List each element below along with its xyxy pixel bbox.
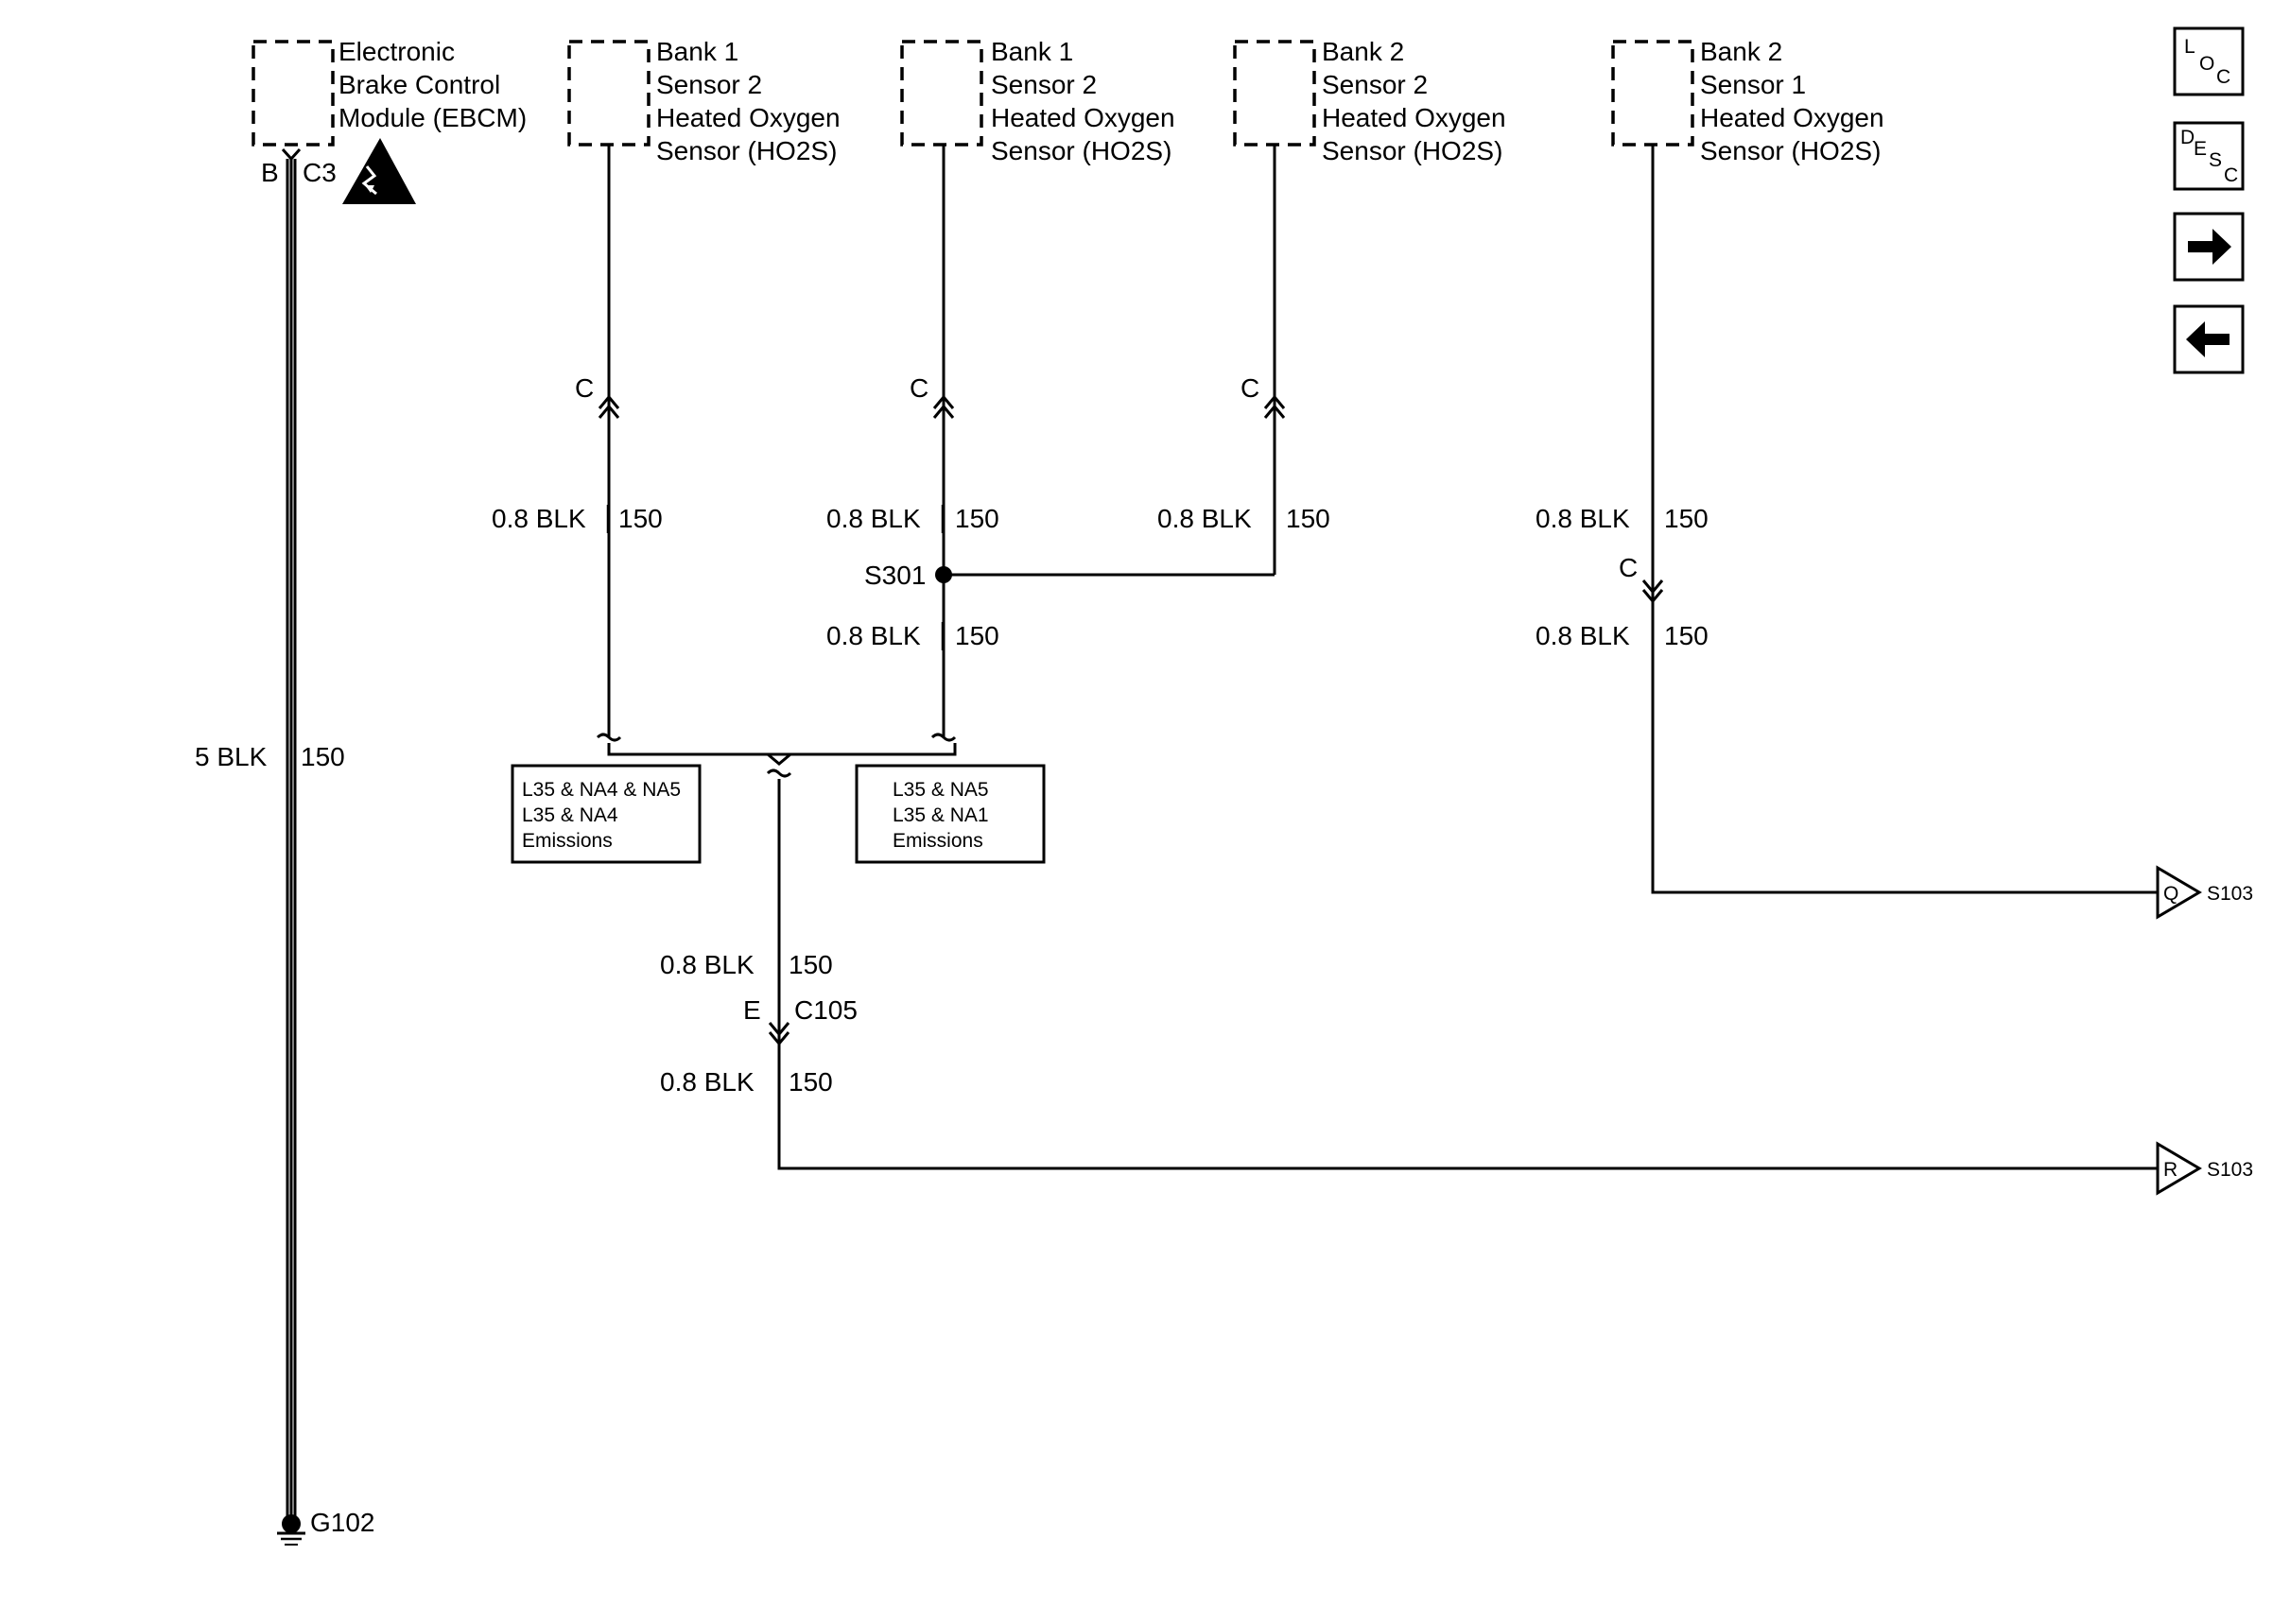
wire-merged-to-r xyxy=(777,779,2158,1170)
ho2s-b2s2-dashed-box xyxy=(1233,40,1316,147)
desc-letter-s: S xyxy=(2209,149,2222,171)
ebcm-label-line1: Electronic xyxy=(338,37,455,66)
arrow-left-icon xyxy=(2186,321,2230,357)
ebcm-pin-label: B xyxy=(261,158,279,187)
connector-c-icon xyxy=(1263,394,1286,419)
connector-c105-icon xyxy=(768,1022,790,1046)
connector-c-label: C xyxy=(910,373,928,403)
option-box-left xyxy=(511,764,702,864)
loc-button[interactable]: L O C xyxy=(2173,26,2245,96)
connector-c-icon xyxy=(1641,579,1664,604)
desc-letter-d: D xyxy=(2180,127,2195,148)
ho2s-b1s2b-line4: Sensor (HO2S) xyxy=(991,136,1171,165)
offpage-connector-q[interactable]: Q S103 xyxy=(2156,865,2253,920)
ground-g102-label: G102 xyxy=(310,1508,375,1537)
wire-label-circuit: 150 xyxy=(789,950,833,979)
ho2s-b2s2-line1: Bank 2 xyxy=(1322,37,1404,66)
connector-c-label: C xyxy=(575,373,594,403)
ho2s-b1s2b-dashed-box xyxy=(900,40,983,147)
ho2s-b2s1-line3: Heated Oxygen xyxy=(1700,103,1884,132)
wire-label-circuit: 150 xyxy=(789,1067,833,1097)
option-box-right-line3: Emissions xyxy=(893,830,983,852)
offpage-r-target: S103 xyxy=(2207,1159,2253,1181)
ho2s-b2s1-line4: Sensor (HO2S) xyxy=(1700,136,1881,165)
ho2s-b1s2b-line3: Heated Oxygen xyxy=(991,103,1175,132)
ebcm-connector-label: C3 xyxy=(303,158,337,187)
ho2s-b1s2a-line4: Sensor (HO2S) xyxy=(656,136,837,165)
ebcm-component[interactable]: Electronic Brake Control Module (EBCM) B… xyxy=(252,37,527,187)
connector-c-icon xyxy=(598,394,620,419)
wire-label-08blk: 0.8 BLK xyxy=(826,504,921,533)
wire-label-5blk: 5 BLK xyxy=(195,742,268,771)
offpage-r-letter: R xyxy=(2163,1159,2178,1181)
ho2s-b1s2a-dashed-box xyxy=(567,40,651,147)
ebcm-ground-wire xyxy=(281,147,302,1524)
ho2s-b1s2b-line2: Sensor 2 xyxy=(991,70,1097,99)
prev-page-button[interactable] xyxy=(2173,304,2245,374)
option-box-right-line2: L35 & NA1 xyxy=(893,804,989,826)
offpage-q-target: S103 xyxy=(2207,883,2253,905)
option-merge-bracket xyxy=(596,733,957,778)
wire-label-circuit: 150 xyxy=(1664,621,1709,650)
ho2s-b2s1-line1: Bank 2 xyxy=(1700,37,1782,66)
wire-label-circuit: 150 xyxy=(301,742,345,771)
connector-c-label: C xyxy=(1619,553,1638,582)
connector-c-icon xyxy=(932,394,955,419)
wire-label-circuit: 150 xyxy=(1664,504,1709,533)
loc-letter-l: L xyxy=(2184,36,2195,58)
offpage-triangle-icon xyxy=(2156,1141,2202,1196)
option-box-left-line3: Emissions xyxy=(522,830,613,852)
option-box-left-line2: L35 & NA4 xyxy=(522,804,618,826)
ho2s-b2s2-line2: Sensor 2 xyxy=(1322,70,1428,99)
desc-button[interactable]: D E S C xyxy=(2173,121,2245,191)
offpage-q-letter: Q xyxy=(2163,883,2178,905)
ho2s-b2s1-dashed-box xyxy=(1611,40,1694,147)
wire-label-08blk: 0.8 BLK xyxy=(1536,621,1630,650)
ho2s-b2s2-line3: Heated Oxygen xyxy=(1322,103,1506,132)
wire-label-circuit: 150 xyxy=(618,504,663,533)
wire-label-08blk: 0.8 BLK xyxy=(660,950,755,979)
wire-label-08blk: 0.8 BLK xyxy=(1536,504,1630,533)
option-box-right-line1: L35 & NA5 xyxy=(893,779,989,801)
ho2s-b2s2-line4: Sensor (HO2S) xyxy=(1322,136,1502,165)
ho2s-bank1-sensor2-b[interactable]: Bank 1 Sensor 2 Heated Oxygen Sensor (HO… xyxy=(900,37,1175,165)
esd-warning-icon xyxy=(342,138,416,204)
wire-label-circuit: 150 xyxy=(955,504,999,533)
ho2s-b1s2a-line2: Sensor 2 xyxy=(656,70,762,99)
connector-c-label: C xyxy=(1241,373,1259,403)
desc-letter-e: E xyxy=(2194,138,2207,160)
wire-label-circuit: 150 xyxy=(955,621,999,650)
offpage-connector-r[interactable]: R S103 xyxy=(2156,1141,2253,1196)
wire-b2s1-to-q xyxy=(1651,145,2158,894)
option-box-left-line1: L35 & NA4 & NA5 xyxy=(522,779,681,801)
ho2s-bank2-sensor1[interactable]: Bank 2 Sensor 1 Heated Oxygen Sensor (HO… xyxy=(1611,37,1884,165)
splice-s301-label: S301 xyxy=(864,561,926,590)
wire-label-08blk: 0.8 BLK xyxy=(660,1067,755,1097)
ebcm-label-line2: Brake Control xyxy=(338,70,500,99)
wire-label-08blk: 0.8 BLK xyxy=(492,504,586,533)
ho2s-b1s2a-line3: Heated Oxygen xyxy=(656,103,841,132)
ebcm-label-line3: Module (EBCM) xyxy=(338,103,527,132)
wire-label-circuit: 150 xyxy=(1286,504,1330,533)
ho2s-b1s2b-line1: Bank 1 xyxy=(991,37,1073,66)
ho2s-b2s1-line2: Sensor 1 xyxy=(1700,70,1806,99)
offpage-triangle-icon xyxy=(2156,865,2202,920)
desc-letter-c: C xyxy=(2224,164,2238,186)
ho2s-b1s2a-line1: Bank 1 xyxy=(656,37,738,66)
loc-letter-c: C xyxy=(2216,66,2230,88)
option-box-right xyxy=(855,764,1046,864)
connector-c105-pin: E xyxy=(743,995,761,1025)
ebcm-dashed-box xyxy=(252,40,335,147)
wire-label-08blk: 0.8 BLK xyxy=(1157,504,1252,533)
next-page-button[interactable] xyxy=(2173,212,2245,282)
connector-c105-label: C105 xyxy=(794,995,858,1025)
wire-label-08blk: 0.8 BLK xyxy=(826,621,921,650)
ho2s-bank1-sensor2-a[interactable]: Bank 1 Sensor 2 Heated Oxygen Sensor (HO… xyxy=(567,37,841,165)
arrow-right-icon xyxy=(2188,229,2231,265)
loc-letter-o: O xyxy=(2199,53,2214,75)
ground-symbol-icon xyxy=(277,1514,305,1546)
